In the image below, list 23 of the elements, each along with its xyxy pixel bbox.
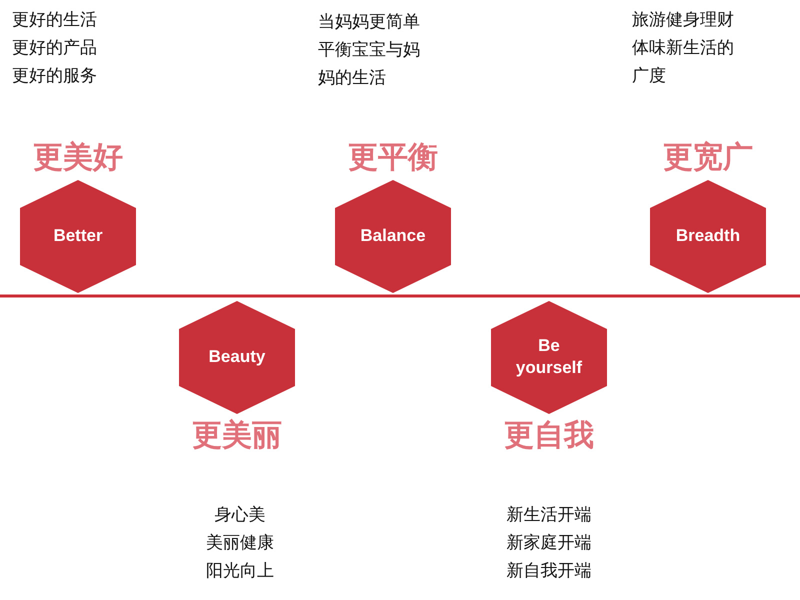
description-text: 新自我开端: [506, 560, 592, 583]
hexagon-label: Better: [53, 225, 103, 247]
heading: 更美好: [32, 138, 124, 176]
heading: 更美丽: [191, 416, 283, 454]
hexagon-label: Breadth: [676, 225, 740, 247]
hexagon-label: Balance: [360, 225, 426, 247]
description-text: 美丽健康: [206, 532, 274, 555]
description-text: 旅游健身理财: [632, 9, 734, 32]
hexagon-label: Beauty: [208, 346, 266, 368]
hexagon-label: Be yourself: [514, 335, 584, 379]
heading: 更自我: [503, 416, 595, 454]
description-text: 当妈妈更简单: [318, 11, 420, 34]
description-text: 平衡宝宝与妈妈的生活: [318, 39, 421, 90]
description-text: 新生活开端: [506, 504, 592, 527]
description-text: 阳光向上: [206, 560, 274, 583]
description-text: 身心美: [214, 504, 266, 527]
description-text: 更好的产品: [12, 37, 97, 60]
description-text: 更好的服务: [12, 65, 97, 88]
heading: 更平衡: [347, 138, 439, 176]
description-text: 体味新生活的广度: [632, 37, 735, 88]
description-text: 更好的生活: [12, 9, 97, 32]
heading: 更宽广: [662, 138, 754, 176]
description-text: 新家庭开端: [506, 532, 592, 555]
